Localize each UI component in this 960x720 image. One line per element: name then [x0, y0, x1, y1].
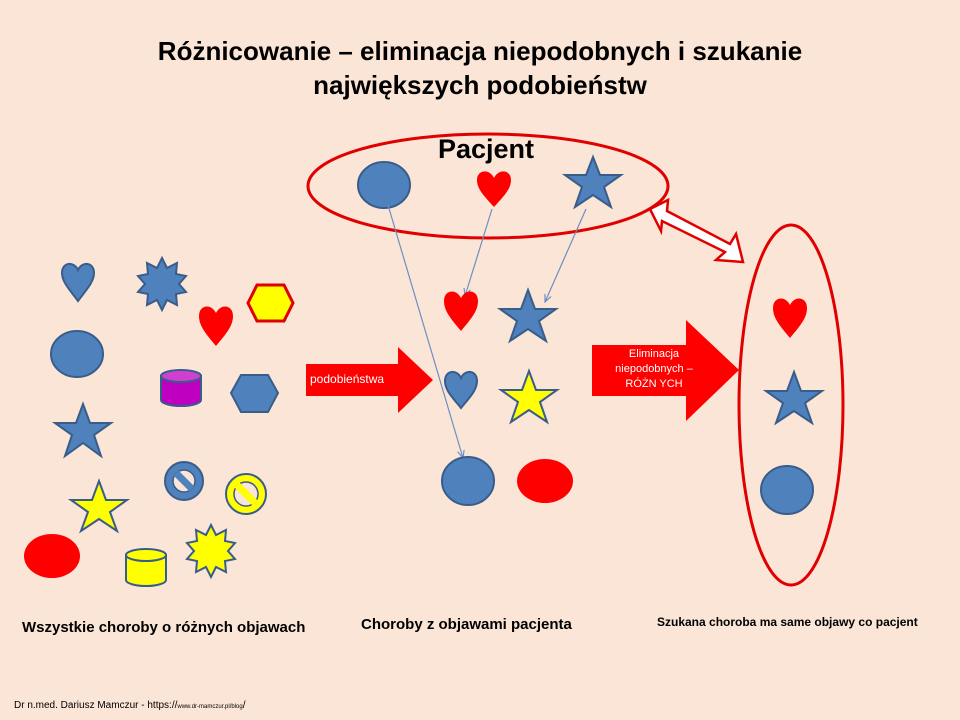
- patient-circle-blue: [357, 161, 411, 209]
- cylinder-purple: [160, 369, 202, 407]
- title-line-1: Różnicowanie – eliminacja niepodobnych i…: [157, 36, 803, 66]
- heart-blue-left: [60, 263, 96, 303]
- caption-searched-disease: Szukana choroba ma same objawy co pacjen…: [657, 615, 918, 629]
- footer-url[interactable]: www.dr-mamczur.pl/blog: [177, 704, 243, 710]
- star-blue-right: [762, 369, 826, 426]
- hexagon-blue: [229, 374, 280, 413]
- footer-tail: /: [242, 700, 246, 711]
- footer-author: Dr n.med. Dariusz Mamczur - https://: [14, 700, 178, 711]
- connector-heart: [465, 208, 493, 296]
- burst-blue: [136, 255, 188, 313]
- double-arrow: [648, 197, 745, 264]
- caption-patient-diseases: Choroby z objawami pacjenta: [361, 616, 572, 633]
- elimination-line-2: niepodobnych –: [615, 363, 693, 375]
- caption-all-diseases: Wszystkie choroby o różnych objawach: [22, 619, 306, 636]
- star-yellow-left: [67, 478, 131, 534]
- heart-red-right: [773, 298, 807, 338]
- elimination-arrow-label: Eliminacja niepodobnych – RÓŻN YCH: [590, 347, 718, 392]
- elimination-line-1: Eliminacja: [628, 348, 680, 360]
- star-blue-left: [51, 401, 115, 459]
- similarity-arrow: [306, 347, 433, 413]
- patient-ellipse: [306, 132, 670, 240]
- result-ellipse: [737, 223, 845, 587]
- heart-red-middle: [444, 291, 478, 331]
- title-line-2: największych podobieństw: [313, 70, 647, 100]
- page-title: Różnicowanie – eliminacja niepodobnych i…: [80, 34, 880, 102]
- patient-label: Pacjent: [438, 134, 535, 164]
- similarity-arrow-label: podobieństwa: [310, 372, 385, 386]
- patient-star-blue: [561, 154, 625, 210]
- star-blue-middle: [496, 287, 560, 344]
- star-yellow-middle: [497, 368, 561, 425]
- heart-blue-middle: [443, 371, 479, 410]
- circle-blue-right: [760, 465, 814, 515]
- oval-red-left: [24, 534, 80, 578]
- patient-heart-red: [477, 171, 511, 207]
- connector-circle: [387, 204, 463, 458]
- no-symbol-blue: [164, 461, 204, 501]
- oval-red-middle: [517, 459, 573, 503]
- burst-yellow: [185, 522, 237, 580]
- hexagon-yellow: [246, 283, 295, 323]
- cylinder-yellow: [125, 548, 167, 587]
- heart-red-left: [199, 306, 233, 346]
- circle-blue-middle: [441, 456, 495, 506]
- elimination-arrow: [592, 320, 739, 421]
- circle-blue-left: [50, 330, 104, 378]
- elimination-line-3: RÓŻN YCH: [625, 378, 683, 390]
- footer-credit: Dr n.med. Dariusz Mamczur - https://www.…: [14, 700, 246, 711]
- no-symbol-yellow: [225, 473, 267, 515]
- connector-star: [545, 208, 587, 302]
